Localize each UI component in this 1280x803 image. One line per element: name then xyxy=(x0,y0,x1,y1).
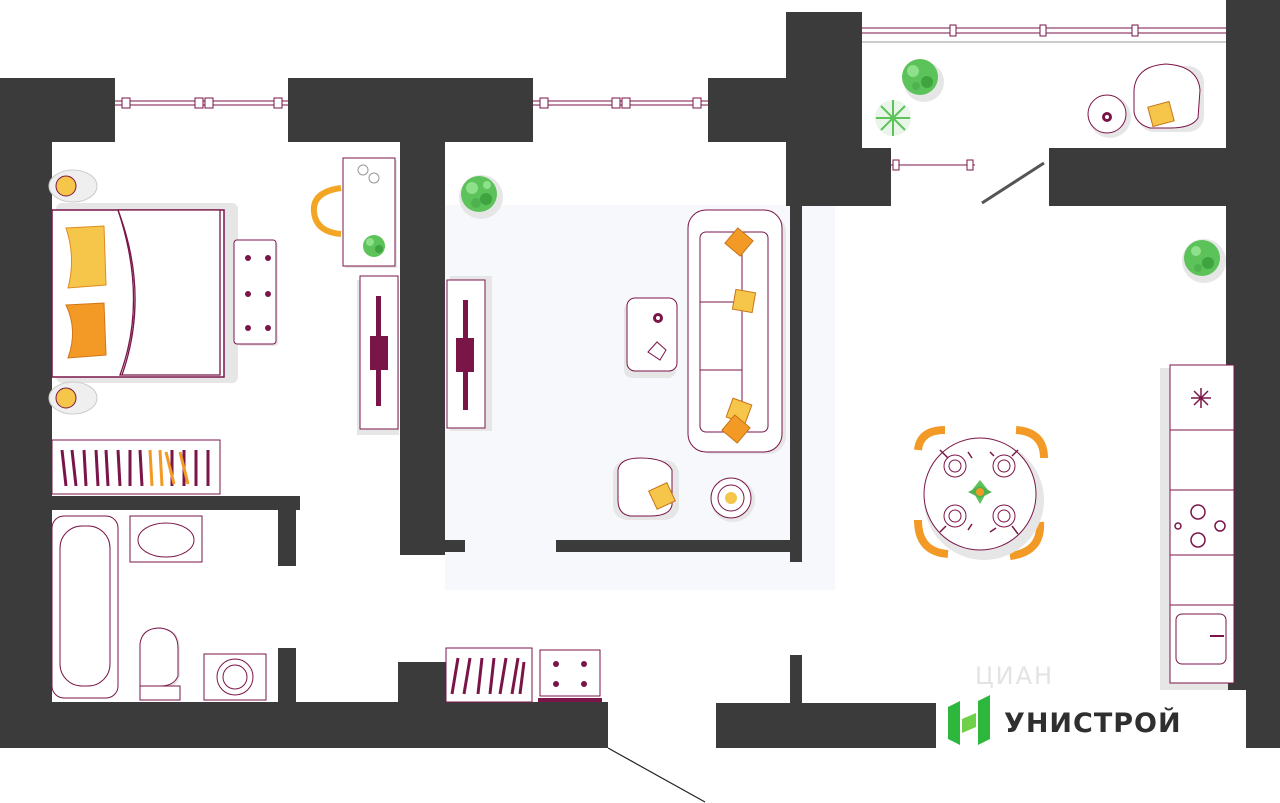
brand-mark-icon xyxy=(948,695,990,745)
small-plant xyxy=(363,235,385,257)
kitchen-sink xyxy=(1175,613,1227,665)
brand-name: УНИСТРОЙ xyxy=(1004,707,1182,739)
armchair-cushion xyxy=(648,482,676,510)
coffee-table xyxy=(626,297,678,372)
living-room xyxy=(446,175,786,522)
wardrobe-bedroom xyxy=(51,439,221,495)
bathroom xyxy=(51,515,267,701)
dining-set xyxy=(914,426,1048,560)
balcony-cushion xyxy=(1147,100,1175,128)
watermark: ЦИАН xyxy=(975,662,1055,690)
nightstand-lamp-bottom xyxy=(55,387,77,409)
cushion-4 xyxy=(721,414,751,444)
entry-door xyxy=(607,747,706,803)
bench xyxy=(233,239,277,345)
toilet xyxy=(139,627,179,687)
shoe-cabinet xyxy=(539,649,601,697)
hallway xyxy=(445,647,602,703)
cushion-1 xyxy=(724,227,754,257)
balcony xyxy=(875,59,1204,138)
hallway-wardrobe xyxy=(445,647,533,703)
cushion-2 xyxy=(731,288,757,314)
desk-chair xyxy=(310,185,342,237)
plant-kitchen xyxy=(1182,239,1226,283)
stove-burners xyxy=(1174,504,1226,548)
brand-logo: УНИСТРОЙ xyxy=(936,690,1246,756)
bedroom xyxy=(48,157,399,495)
plant-balcony-1 xyxy=(902,59,944,102)
walls xyxy=(0,0,1280,748)
kitchen xyxy=(914,239,1235,690)
snowflake-icon xyxy=(1191,388,1211,408)
plant-balcony-2 xyxy=(875,100,911,136)
pillow-orange xyxy=(65,302,107,359)
centerpiece-flower xyxy=(968,480,992,504)
nightstand-lamp-top xyxy=(55,175,77,197)
windows xyxy=(115,24,1226,205)
pillow-yellow xyxy=(65,225,107,289)
plant-living xyxy=(459,175,503,219)
